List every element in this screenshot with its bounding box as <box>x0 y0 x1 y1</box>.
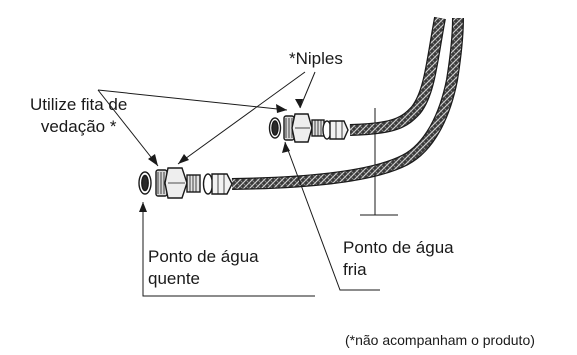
hot-point-line-2: quente <box>148 269 200 288</box>
hot-water-fitting <box>138 167 233 199</box>
arrowhead-niples-hot <box>178 154 189 164</box>
hose-hot <box>231 17 464 190</box>
hot-water-point-label: Ponto de água quente <box>148 246 259 290</box>
footnote: (*não acompanham o produto) <box>345 332 535 348</box>
arrowhead-fita-hot <box>148 154 158 166</box>
leader-fita-to-hot <box>97 89 159 167</box>
sealing-tape-line-1: Utilize fita de <box>30 95 128 114</box>
arrowhead-niples-cold <box>295 99 303 108</box>
hose-cold <box>349 16 446 136</box>
arrowhead-hot-point <box>139 202 147 212</box>
leader-fita-to-cold <box>97 89 288 111</box>
leader-hot-point <box>142 202 315 297</box>
leader-lines <box>97 71 380 297</box>
arrowheads <box>139 99 303 212</box>
sealing-tape-label: Utilize fita de vedação * <box>30 94 127 138</box>
arrowhead-fita-cold <box>276 104 287 113</box>
cold-water-fitting <box>268 113 349 143</box>
niples-label: *Niples <box>289 49 343 68</box>
cold-water-point-label: Ponto de água fria <box>343 237 454 281</box>
leader-niples-to-hot <box>177 71 306 165</box>
sealing-tape-line-2: vedação * <box>40 117 117 136</box>
arrowhead-cold-point <box>282 142 290 153</box>
cold-point-line-2: fria <box>343 260 367 279</box>
hot-point-line-1: Ponto de água <box>148 247 259 266</box>
cold-point-line-1: Ponto de água <box>343 238 454 257</box>
leader-niples-to-cold <box>299 71 316 109</box>
leader-cold-point <box>284 141 380 291</box>
